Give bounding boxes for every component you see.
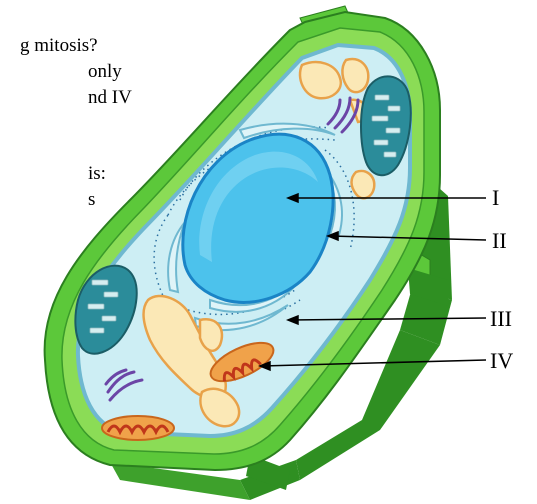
mitochondrion-bottom [102,416,174,440]
label-IV: IV [490,348,513,373]
label-III: III [490,306,512,331]
label-II: II [492,228,507,253]
label-I: I [492,185,499,210]
